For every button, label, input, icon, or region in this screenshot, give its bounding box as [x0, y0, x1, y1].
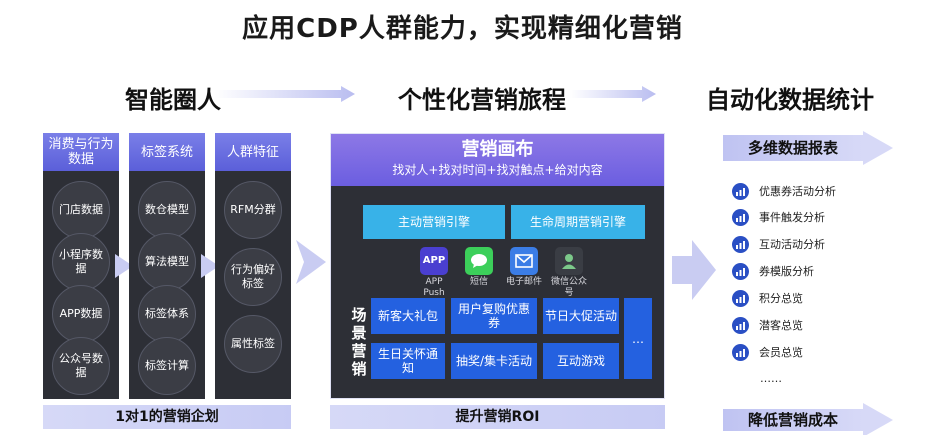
- flow-arrow-icon: [672, 240, 716, 300]
- chart-icon: [732, 208, 749, 226]
- channel-label: 微信公众号: [550, 277, 587, 298]
- report-item: 券模版分析: [732, 261, 814, 281]
- wechat-icon: [555, 247, 583, 275]
- channel-wechat: 微信公众号: [549, 247, 589, 299]
- section-arrow-middle: [570, 86, 656, 102]
- report-item: 潜客总览: [732, 315, 803, 335]
- data-node: 行为偏好标签: [224, 248, 282, 306]
- flow-arrow-icon: [115, 254, 133, 278]
- channel-label: APP Push: [423, 277, 445, 298]
- channel-sms: 短信: [459, 247, 499, 288]
- page-title: 应用CDP人群能力，实现精细化营销: [242, 14, 683, 44]
- data-node: 算法模型: [138, 233, 196, 291]
- app-icon: APP: [420, 247, 448, 275]
- chart-icon: [732, 182, 749, 200]
- chart-icon: [732, 289, 749, 307]
- report-item: 互动活动分析: [732, 234, 825, 254]
- column-tag-system: 标签系统 数仓模型 算法模型 标签体系 标签计算: [129, 133, 205, 399]
- report-item: 事件触发分析: [732, 207, 825, 227]
- right-bottom-band: 降低营销成本: [723, 409, 863, 431]
- canvas-title: 营销画布: [461, 139, 534, 160]
- column-crowd-features: 人群特征 RFM分群 行为偏好标签 属性标签: [215, 133, 291, 399]
- flow-arrow-icon: [296, 240, 326, 284]
- sms-icon: [465, 247, 493, 275]
- scene-item: 生日关怀通知: [371, 343, 445, 379]
- scene-item: 节日大促活动: [543, 298, 619, 334]
- data-node: RFM分群: [224, 181, 282, 239]
- marketing-canvas: 营销画布 找对人+找对时间+找对触点+给对内容 主动营销引擎 生命周期营销引擎 …: [330, 133, 665, 399]
- chart-icon: [732, 343, 749, 361]
- scene-item: 用户复购优惠券: [451, 298, 537, 334]
- scene-item: 抽奖/集卡活动: [451, 343, 537, 379]
- scene-marketing-label: 场景营销: [351, 306, 367, 378]
- column-header: 标签系统: [129, 133, 205, 171]
- channel-app-push: APP APP Push: [414, 247, 454, 299]
- data-node: 小程序数据: [52, 233, 110, 291]
- data-node: 标签体系: [138, 285, 196, 343]
- channel-email: 电子邮件: [504, 247, 544, 288]
- canvas-subtitle: 找对人+找对时间+找对触点+给对内容: [392, 163, 603, 177]
- data-node: 门店数据: [52, 181, 110, 239]
- reports-more: ……: [760, 372, 782, 385]
- chart-icon: [732, 235, 749, 253]
- reports-arrow-icon: [863, 131, 893, 165]
- cost-arrow-icon: [863, 403, 893, 435]
- channel-label: 电子邮件: [505, 277, 542, 287]
- section-arrow-left: [215, 86, 355, 102]
- column-header: 人群特征: [215, 133, 291, 171]
- section-title-left: 智能圈人: [125, 86, 221, 114]
- scene-item: 互动游戏: [543, 343, 619, 379]
- data-node: 数仓模型: [138, 181, 196, 239]
- column-header: 消费与行为数据: [43, 133, 119, 171]
- column-consumption-behavior: 消费与行为数据 门店数据 小程序数据 APP数据 公众号数据: [43, 133, 119, 399]
- engine-lifecycle: 生命周期营销引擎: [511, 205, 645, 239]
- scene-item: 新客大礼包: [371, 298, 445, 334]
- engine-active-marketing: 主动营销引擎: [363, 205, 505, 239]
- middle-bottom-band: 提升营销ROI: [330, 405, 665, 429]
- data-node: 公众号数据: [52, 337, 110, 395]
- canvas-header: 营销画布 找对人+找对时间+找对触点+给对内容: [331, 134, 664, 186]
- email-icon: [510, 247, 538, 275]
- left-bottom-band: 1对1的营销企划: [43, 405, 291, 429]
- chart-icon: [732, 262, 749, 280]
- reports-header: 多维数据报表: [723, 135, 863, 161]
- data-node: 标签计算: [138, 337, 196, 395]
- report-item: 优惠券活动分析: [732, 181, 836, 201]
- report-item: 会员总览: [732, 342, 803, 362]
- data-node: APP数据: [52, 285, 110, 343]
- section-title-middle: 个性化营销旅程: [398, 86, 566, 114]
- scene-more: …: [624, 298, 652, 379]
- chart-icon: [732, 316, 749, 334]
- report-item: 积分总览: [732, 288, 803, 308]
- section-title-right: 自动化数据统计: [706, 86, 874, 114]
- channel-label: 短信: [469, 277, 488, 287]
- data-node: 属性标签: [224, 315, 282, 373]
- flow-arrow-icon: [201, 254, 219, 278]
